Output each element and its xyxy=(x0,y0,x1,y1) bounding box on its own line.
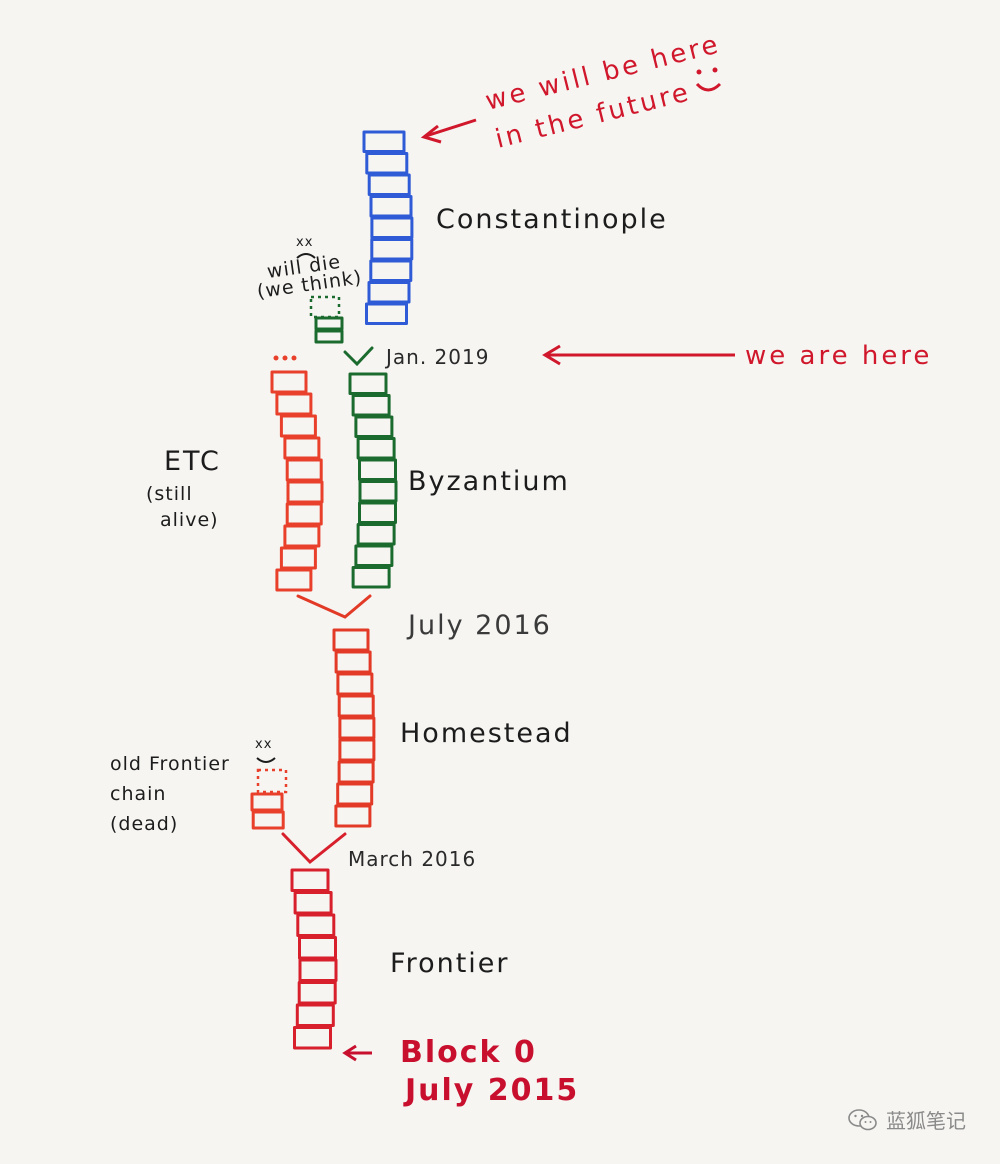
fork-connector-jan-2019 xyxy=(343,346,374,367)
dead-block-will-die xyxy=(309,295,341,319)
era-byzantium: Byzantium xyxy=(408,466,570,497)
block xyxy=(314,329,344,344)
block xyxy=(275,568,313,592)
watermark-text: 蓝狐笔记 xyxy=(886,1109,966,1133)
old-frontier-line1: old Frontier xyxy=(110,753,230,775)
block0-label-line1: Block 0 xyxy=(400,1035,537,1070)
date-july-2016: July 2016 xyxy=(406,610,552,641)
block xyxy=(354,415,394,438)
fork-connector-march-2016 xyxy=(281,832,347,865)
block xyxy=(358,480,398,503)
block xyxy=(279,414,317,438)
block xyxy=(370,216,414,239)
block xyxy=(370,238,414,261)
block xyxy=(285,458,323,482)
block xyxy=(351,394,391,417)
era-homestead: Homestead xyxy=(400,718,573,749)
we-are-here-label: we are here xyxy=(745,341,932,371)
block0-arrow xyxy=(342,1044,372,1062)
block xyxy=(358,458,397,481)
block xyxy=(270,370,308,394)
will-die-mark: xx xyxy=(296,235,313,250)
block xyxy=(334,650,372,674)
block xyxy=(337,760,375,784)
block xyxy=(348,372,388,395)
block xyxy=(290,868,330,892)
blue-chain xyxy=(362,130,414,325)
block xyxy=(295,1003,335,1027)
green-small-chain xyxy=(314,316,344,344)
block xyxy=(250,792,284,812)
block xyxy=(336,782,374,806)
old-frontier-line3: (dead) xyxy=(110,813,178,835)
block xyxy=(362,130,406,153)
etc-chain xyxy=(270,370,324,592)
block xyxy=(314,316,344,331)
etc-continuation-dots xyxy=(273,355,297,361)
date-jan-2019: Jan. 2019 xyxy=(384,345,489,369)
will-die-frown-icon xyxy=(296,253,316,259)
date-march-2016: March 2016 xyxy=(348,847,476,871)
block xyxy=(332,628,370,652)
block xyxy=(367,281,411,304)
block xyxy=(251,810,285,830)
block xyxy=(298,958,338,982)
etc-line2: alive) xyxy=(160,509,219,531)
wechat-icon xyxy=(848,1108,877,1130)
block xyxy=(369,195,413,218)
era-constantinople: Constantinople xyxy=(436,204,668,235)
old-frontier-frown-icon xyxy=(256,757,276,763)
block xyxy=(369,259,413,282)
block xyxy=(334,804,372,828)
old-frontier-chain xyxy=(250,792,285,830)
block xyxy=(337,694,375,718)
old-frontier-line2: chain xyxy=(110,783,166,805)
block xyxy=(298,936,337,960)
old-frontier-mark: xx xyxy=(255,737,272,752)
fork-connector-july-2016 xyxy=(296,594,372,619)
block xyxy=(365,152,409,175)
block xyxy=(283,524,321,548)
block-chains xyxy=(250,130,414,1050)
block xyxy=(365,302,408,325)
etc-line1: (still xyxy=(146,483,193,505)
block xyxy=(338,738,376,762)
block xyxy=(356,437,396,460)
block xyxy=(336,672,374,696)
block xyxy=(367,173,411,196)
block xyxy=(283,436,321,460)
block xyxy=(358,501,397,524)
dead-block-old-frontier xyxy=(256,768,288,794)
era-frontier: Frontier xyxy=(390,948,510,979)
block xyxy=(293,1026,332,1050)
block xyxy=(296,913,336,937)
block xyxy=(286,480,324,504)
block xyxy=(293,891,333,915)
block xyxy=(356,523,396,546)
block xyxy=(275,392,313,416)
block xyxy=(338,716,376,740)
block xyxy=(279,546,317,570)
etc-title: ETC xyxy=(164,446,221,477)
smiley-icon xyxy=(695,67,722,92)
future-arrow xyxy=(420,118,477,144)
block xyxy=(354,544,394,567)
block xyxy=(351,566,391,589)
block xyxy=(297,981,337,1005)
frontier-chain xyxy=(290,868,338,1050)
block xyxy=(285,502,323,526)
block0-label-line2: July 2015 xyxy=(403,1073,579,1108)
homestead-chain xyxy=(332,628,376,828)
green-chain xyxy=(348,372,398,589)
watermark: 蓝狐笔记 xyxy=(848,1105,966,1134)
we-are-here-arrow xyxy=(542,344,735,366)
